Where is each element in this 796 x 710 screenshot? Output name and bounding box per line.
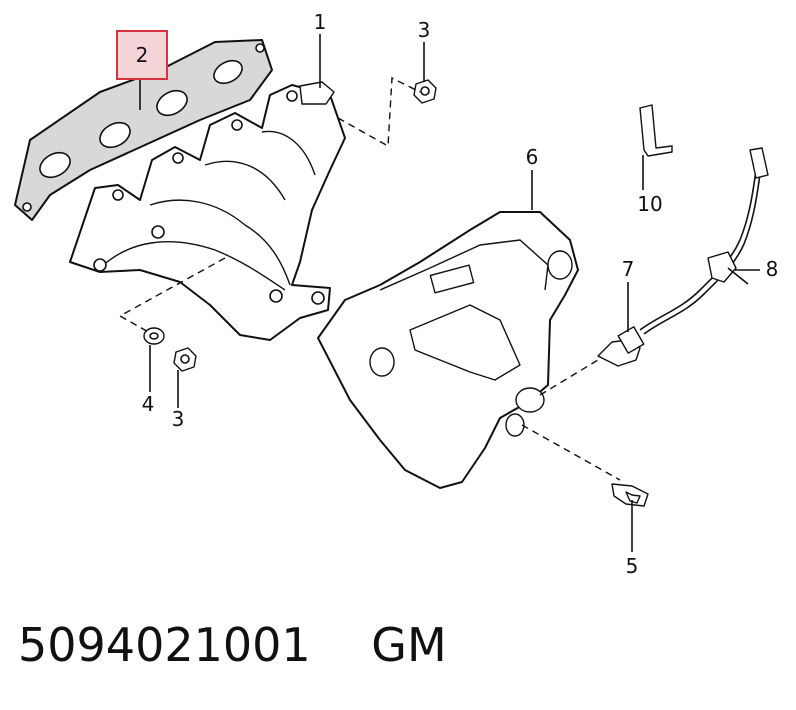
exhaust-manifold[interactable] <box>69 81 346 341</box>
oxygen-sensor[interactable] <box>597 147 769 367</box>
part-number: 5094021001 <box>18 618 311 672</box>
brand-name: GM <box>371 618 447 672</box>
heat-shield[interactable] <box>317 211 579 489</box>
callout-1: 1 <box>314 10 327 34</box>
callout-10: 10 <box>637 192 662 216</box>
bracket[interactable] <box>639 104 673 157</box>
callout-3-top: 3 <box>418 18 431 42</box>
highlight-box-part-2 <box>116 30 168 80</box>
leader-lines <box>139 34 760 552</box>
callout-5: 5 <box>626 554 639 578</box>
callout-8: 8 <box>766 257 779 281</box>
callout-3-bottom: 3 <box>172 407 185 431</box>
nut-top[interactable] <box>413 79 437 104</box>
assembly-line-bolt <box>521 424 621 481</box>
callout-7: 7 <box>622 257 635 281</box>
callout-4: 4 <box>142 392 155 416</box>
callout-2: 2 <box>136 43 149 67</box>
assembly-line-washer <box>118 257 226 335</box>
assembly-line-nut-top <box>337 76 421 148</box>
wire-clip[interactable] <box>707 251 749 285</box>
part-caption: 5094021001 GM <box>18 618 447 672</box>
callout-6: 6 <box>526 145 539 169</box>
nut-bottom[interactable] <box>173 347 197 372</box>
washer[interactable] <box>143 327 165 345</box>
exhaust-manifold-gasket[interactable] <box>14 39 273 221</box>
bolt[interactable] <box>611 483 649 507</box>
